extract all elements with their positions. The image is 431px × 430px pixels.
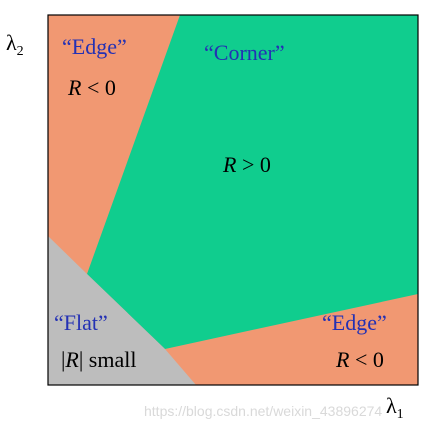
corner-region [87,15,418,349]
x-axis-label: λ1 [386,393,404,422]
x-axis-symbol: λ [386,393,397,418]
edge-top-r-relation: < 0 [81,75,115,100]
flat-r-word: small [83,347,136,372]
y-axis-subscript: 2 [17,44,24,59]
flat-label: “Flat” [54,310,108,335]
edge-bottom-label: “Edge” [322,310,387,335]
flat-r-bar-open: | [61,347,65,372]
edge-top-r-variable: R [67,75,82,100]
watermark-text: https://blog.csdn.net/weixin_43896274 [144,403,382,419]
flat-r-variable: R [64,347,79,372]
flat-r-condition: |R| small [61,347,136,372]
edge-bottom-r-variable: R [335,347,350,372]
y-axis-symbol: λ [6,30,17,55]
corner-label: “Corner” [204,40,285,65]
edge-bottom-r-condition: R < 0 [335,347,384,372]
corner-r-variable: R [222,152,237,177]
edge-top-label: “Edge” [62,34,127,59]
corner-r-relation: > 0 [236,152,270,177]
edge-bottom-r-relation: < 0 [349,347,383,372]
edge-top-r-condition: R < 0 [67,75,116,100]
x-axis-subscript: 1 [397,407,404,422]
y-axis-label: λ2 [6,30,24,59]
plot-frame [47,14,419,386]
flat-r-bar-close: | [79,347,83,372]
corner-r-condition: R > 0 [222,152,271,177]
flat-region [48,236,196,385]
